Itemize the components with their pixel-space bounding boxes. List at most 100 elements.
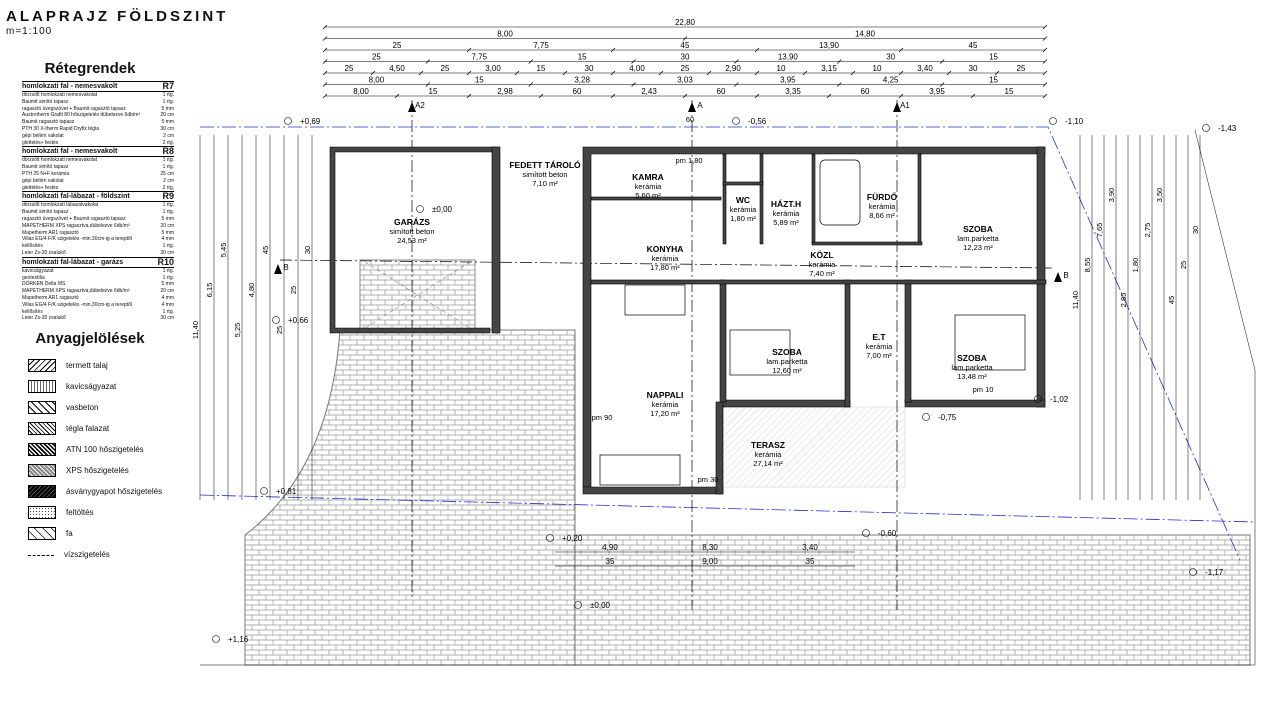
room-name: SZOBA [772, 347, 802, 357]
dimension-value: 25 [1017, 64, 1026, 73]
layer-thickness: 4 mm [161, 294, 175, 301]
level-value: -0,56 [748, 117, 767, 126]
dimension-value: 45 [969, 41, 978, 50]
dimension-tick [898, 93, 904, 99]
layer-group-code: R8 [162, 146, 174, 157]
dimension-value: 4,80 [247, 283, 256, 298]
dimension-tick [946, 70, 952, 76]
dimension-value: 11,40 [1071, 291, 1080, 309]
dimension-value: 25 [289, 286, 298, 294]
dimension-tick [939, 82, 945, 87]
plan-label: pm 1,80 [675, 156, 702, 165]
dimension-value: 15 [1005, 87, 1014, 96]
room-area: 5,60 m² [635, 191, 661, 200]
dimension-value: 3,28 [574, 76, 590, 85]
layer-group-name: homlokzati fal-lábazat - földszint [22, 193, 130, 201]
layer-thickness: 2 cm [163, 177, 174, 184]
dimension-tick [322, 36, 328, 41]
dimension-tick [322, 24, 328, 30]
dimension-tick [837, 59, 842, 64]
material-label: ásványgyapot hőszigetelés [66, 487, 163, 497]
dimension-value: 3,15 [821, 64, 837, 73]
dimension-value: 5,25 [233, 323, 242, 338]
layer-material: dörzsölt homlokzati lábazatvakolat [22, 202, 99, 209]
material-item: fa [28, 523, 180, 544]
layer-thickness: 20 cm [160, 112, 174, 119]
layer-material: MAPETHERM XPS ragasztva,dübelezve 6db/m² [22, 222, 130, 229]
room-floor: kerámia [652, 400, 680, 409]
room-area: 12,60 m² [772, 366, 802, 375]
dimension-tick [322, 47, 328, 53]
layer-material: glettelés+ festés [22, 139, 59, 146]
dimension-value: 30 [969, 64, 978, 73]
material-label: XPS hőszigetelés [66, 466, 129, 476]
dimension-value: 8,55 [1083, 258, 1092, 273]
room-floor: kerámia [635, 182, 663, 191]
dimension-value: 3,00 [485, 64, 501, 73]
dimension-tick [898, 47, 904, 53]
dimension-tick [631, 82, 636, 87]
level-marker [1034, 395, 1042, 403]
dimension-tick [370, 70, 376, 76]
room-name: KÖZL [810, 250, 833, 260]
room-floor: lam.parketta [957, 234, 999, 243]
level-marker [1189, 568, 1197, 576]
level-value: -1,17 [1205, 568, 1224, 577]
layer-thickness: 20 cm [160, 288, 174, 295]
dimension-tick [682, 93, 688, 99]
material-label: vízszigetelés [64, 550, 110, 560]
room-floor: lam.parketta [951, 363, 993, 372]
terrace-slab [722, 406, 906, 488]
material-item: vasbeton [28, 397, 180, 418]
dimension-tick [466, 70, 472, 76]
bed [729, 329, 791, 376]
dimension-value: 2,85 [1119, 293, 1128, 308]
dimension-tick [322, 70, 328, 76]
dimension-value: 3,50 [1155, 188, 1164, 203]
level-value: +0,81 [276, 487, 297, 496]
material-label: vasbeton [66, 403, 99, 413]
bed [954, 314, 1026, 371]
dimension-value: 14,80 [855, 30, 876, 39]
layer-thickness: 1 rtg. [162, 157, 174, 164]
dimension-tick [466, 47, 472, 53]
level-value: +0,69 [300, 117, 321, 126]
layer-thickness: 25 cm [160, 170, 174, 177]
room-name: KONYHA [647, 244, 684, 254]
dimension-tick [425, 59, 431, 64]
dimension-value: 25 [1179, 261, 1188, 269]
layer-group-code: R10 [157, 256, 174, 267]
room-floor: kerámia [652, 254, 680, 263]
dimension-value: 25 [275, 326, 284, 334]
dimension-value: 2,90 [725, 64, 741, 73]
plan-label: 60 [686, 115, 694, 124]
dimension-tick [994, 70, 1000, 76]
level-value: -0,75 [938, 413, 957, 422]
material-swatch [28, 443, 56, 457]
layer-material: Leier Zs-30 zsalukő [22, 249, 66, 256]
axis-label: A1 [900, 101, 910, 110]
level-value: -0,60 [878, 529, 897, 538]
room-name: HÁZT.H [771, 199, 801, 209]
dimension-value: 30 [303, 246, 312, 254]
dimension-value: 8,00 [497, 30, 513, 39]
dimension-tick [754, 47, 760, 53]
dimension-tick [754, 93, 760, 99]
dimension-value: 5,45 [219, 243, 228, 258]
layer-thickness: 1 rtg. [162, 267, 174, 274]
